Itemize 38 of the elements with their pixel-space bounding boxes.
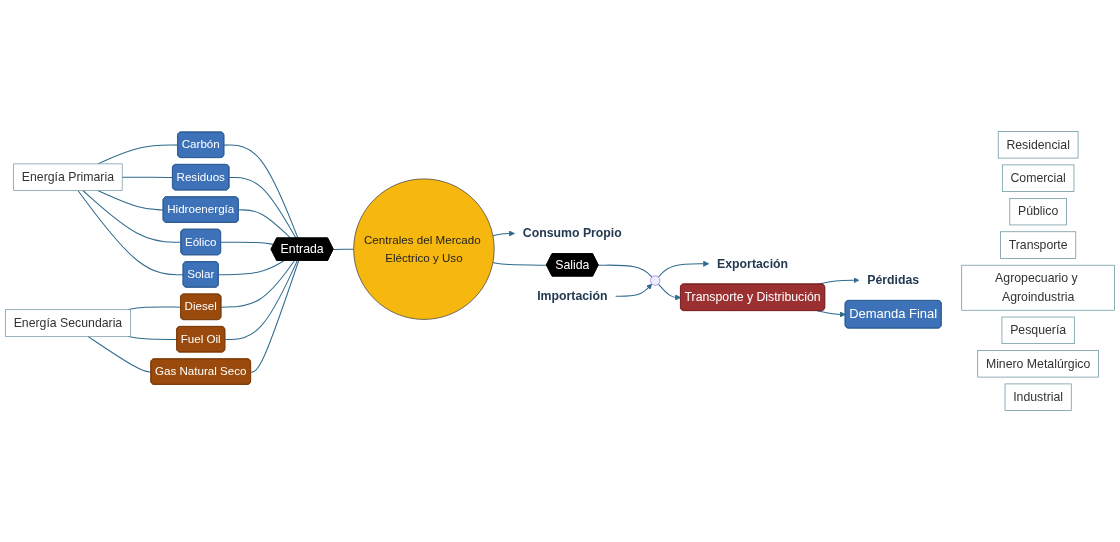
node-text: Pérdidas: [867, 273, 920, 287]
node-box: Energía Secundaria: [5, 309, 131, 337]
connector: [238, 209, 292, 239]
connector: [218, 260, 285, 276]
connector: [97, 190, 164, 211]
connector: [77, 190, 184, 276]
connector: [492, 262, 548, 266]
connector: [87, 335, 152, 373]
connector: [598, 264, 653, 278]
node-text: Exportación: [717, 256, 789, 271]
connector: [220, 260, 295, 308]
node-box: Público: [1009, 198, 1067, 226]
connector: [250, 260, 300, 373]
arrow: [657, 260, 710, 278]
node-circle: Centrales del Mercado Eléctrico y Uso: [353, 178, 495, 320]
node-box: Transporte: [1000, 231, 1077, 259]
node-box: Residencial: [997, 131, 1079, 159]
node-box: Energía Primaria: [13, 163, 123, 191]
arrow: [492, 230, 515, 237]
connector: [224, 260, 298, 341]
connector: [333, 248, 355, 250]
connector: [121, 176, 174, 179]
node-box: Comercial: [1001, 164, 1075, 192]
arrow: [615, 283, 653, 297]
connector: [223, 144, 299, 239]
node-circle: [650, 275, 661, 286]
node-text: Importación: [537, 289, 608, 303]
connector: [82, 190, 182, 243]
node-text: Consumo Propio: [522, 226, 622, 240]
connector: [127, 335, 178, 341]
connector: [127, 306, 182, 311]
connector: [228, 176, 297, 239]
connector: [220, 241, 275, 246]
node-box: Agropecuario y Agroindustria: [961, 264, 1115, 311]
arrow: [657, 283, 682, 301]
node-box: Minero Metalúrgico: [977, 350, 1099, 378]
node-box: Pesquería: [1001, 316, 1075, 344]
node-box: Industrial: [1004, 383, 1072, 411]
